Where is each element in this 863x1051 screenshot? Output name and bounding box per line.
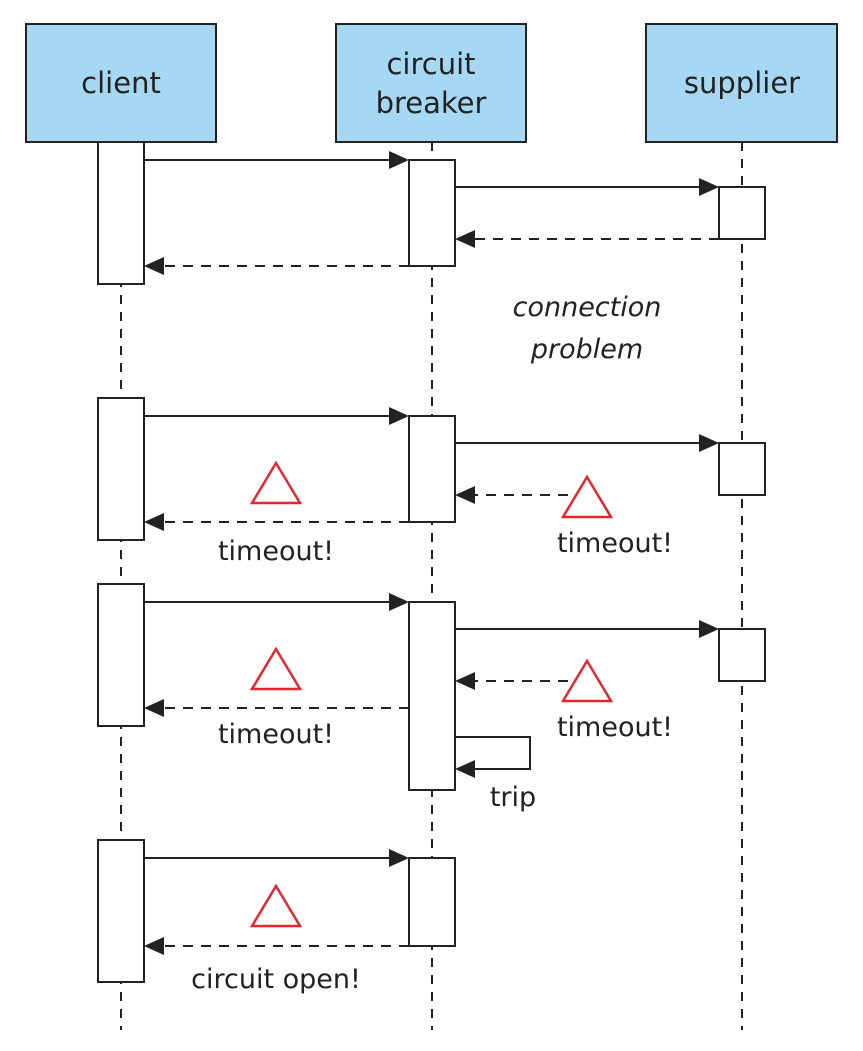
- connection-problem-label-line1: connection: [513, 292, 662, 323]
- participant-client: client: [25, 23, 217, 143]
- reply-supplier-to-breaker-3: [455, 672, 568, 690]
- client-activation-4: [97, 839, 145, 983]
- participant-client-label: client: [81, 66, 161, 100]
- participant-circuit-breaker-label-line1: circuit: [386, 47, 475, 81]
- client-activation-3: [97, 583, 145, 727]
- message-breaker-to-supplier-3: [455, 620, 719, 638]
- client-activation-2: [97, 397, 145, 541]
- reply-supplier-to-breaker-1: [455, 230, 719, 248]
- timeout-label-client-3: timeout!: [218, 719, 334, 750]
- client-activation-1: [97, 141, 145, 285]
- connection-problem-label-line2: problem: [530, 334, 643, 365]
- reply-breaker-to-client-3: [144, 699, 409, 717]
- timeout-label-client-2: timeout!: [218, 536, 334, 567]
- message-client-to-breaker-1: [144, 151, 409, 169]
- participant-circuit-breaker-label-line2: breaker: [376, 86, 487, 120]
- participant-supplier: supplier: [645, 23, 838, 143]
- reply-breaker-to-client-1: [144, 257, 409, 275]
- message-client-to-breaker-3: [144, 593, 409, 611]
- reply-supplier-to-breaker-2: [455, 486, 568, 504]
- timeout-label-supplier-2: timeout!: [557, 528, 673, 559]
- supplier-activation-3: [718, 628, 766, 682]
- message-breaker-to-supplier-2: [455, 434, 719, 452]
- participant-circuit-breaker: circuit breaker: [335, 23, 527, 143]
- trip-label: trip: [490, 782, 536, 813]
- participant-supplier-label: supplier: [684, 66, 800, 100]
- warning-triangle-icon: [249, 460, 303, 505]
- breaker-activation-4: [408, 857, 456, 947]
- circuit-open-label: circuit open!: [191, 964, 361, 995]
- self-message-trip: [455, 736, 531, 778]
- warning-triangle-icon: [249, 883, 303, 928]
- message-client-to-breaker-2: [144, 407, 409, 425]
- warning-triangle-icon: [249, 646, 303, 691]
- breaker-activation-1: [408, 159, 456, 267]
- warning-triangle-icon: [560, 474, 614, 519]
- supplier-activation-1: [718, 186, 766, 240]
- reply-breaker-to-client-4: [144, 937, 409, 955]
- breaker-activation-3: [408, 601, 456, 791]
- supplier-activation-2: [718, 442, 766, 496]
- breaker-activation-2: [408, 415, 456, 523]
- message-client-to-breaker-4: [144, 849, 409, 867]
- reply-breaker-to-client-2: [144, 513, 409, 531]
- timeout-label-supplier-3: timeout!: [557, 712, 673, 743]
- message-breaker-to-supplier-1: [455, 178, 719, 196]
- warning-triangle-icon: [560, 658, 614, 703]
